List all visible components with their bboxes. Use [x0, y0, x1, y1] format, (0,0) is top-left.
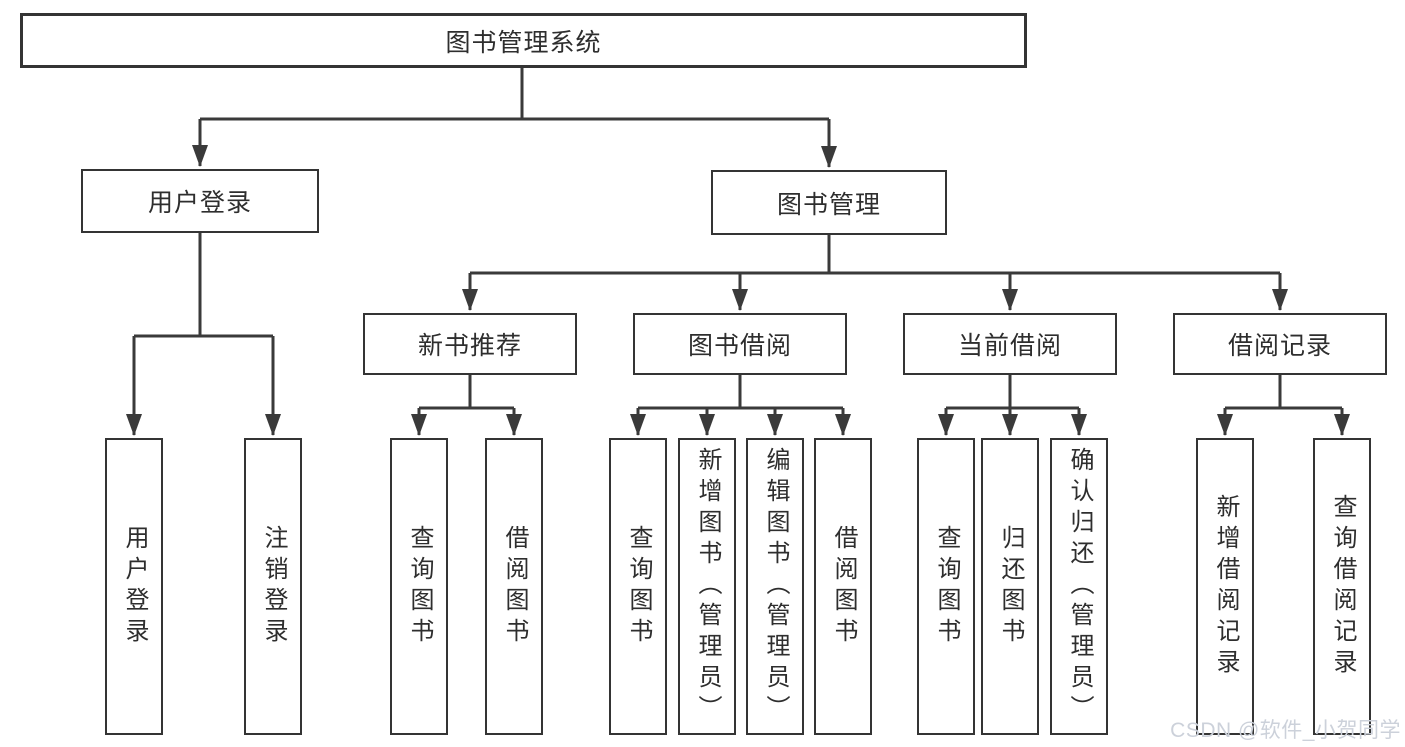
leaf-confirm-return-admin: 确认归还（管理员）	[1050, 438, 1108, 735]
node-book-borrow: 图书借阅	[633, 313, 847, 375]
leaf-add-book-admin: 新增图书（管理员）	[678, 438, 736, 735]
leaf-query-books-recommend: 查询图书	[390, 438, 448, 735]
leaf-borrow-books-recommend: 借阅图书	[485, 438, 543, 735]
leaf-query-books-borrow: 查询图书	[609, 438, 667, 735]
leaf-return-book: 归还图书	[981, 438, 1039, 735]
node-library-management-system: 图书管理系统	[20, 13, 1027, 68]
csdn-watermark: CSDN @软件_小贺同学	[1170, 719, 1401, 742]
leaf-query-borrow-record: 查询借阅记录	[1313, 438, 1371, 735]
leaf-add-borrow-record: 新增借阅记录	[1196, 438, 1254, 735]
leaf-user-login: 用户登录	[105, 438, 163, 735]
leaf-query-books-current: 查询图书	[917, 438, 975, 735]
node-new-book-recommend: 新书推荐	[363, 313, 577, 375]
leaf-logout-login: 注销登录	[244, 438, 302, 735]
leaf-edit-book-admin: 编辑图书（管理员）	[746, 438, 804, 735]
leaf-borrow-books: 借阅图书	[814, 438, 872, 735]
node-user-login: 用户登录	[81, 169, 319, 233]
node-book-management: 图书管理	[711, 170, 947, 235]
node-current-borrow: 当前借阅	[903, 313, 1117, 375]
node-borrow-records: 借阅记录	[1173, 313, 1387, 375]
